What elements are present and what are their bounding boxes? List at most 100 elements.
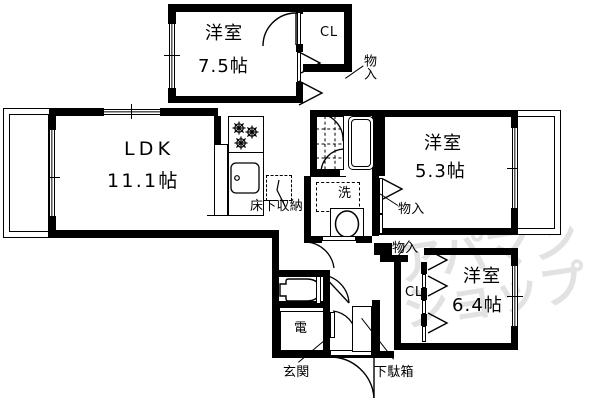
wall-meter-right bbox=[323, 308, 330, 352]
wall-b53-right-lower bbox=[511, 208, 518, 228]
kitchen-counter bbox=[214, 144, 228, 216]
room-name-b53: 洋室 bbox=[424, 133, 463, 154]
storage-block-low bbox=[374, 243, 392, 255]
shoebox-panel bbox=[352, 306, 372, 352]
shoebox-label: 下駄箱 bbox=[374, 365, 414, 380]
room-name-b64: 洋室 bbox=[463, 266, 502, 287]
wall-top-bedroom-left bbox=[168, 4, 176, 24]
room-name-ldk: LDK bbox=[124, 138, 175, 160]
washroom-top-line bbox=[304, 176, 346, 178]
wall-cl-top-bottom bbox=[303, 64, 352, 72]
room-size-ldk: 11.1帖 bbox=[107, 170, 180, 192]
door-swing-icon bbox=[382, 178, 404, 200]
window-tick bbox=[44, 177, 60, 179]
bathtub-inner bbox=[351, 119, 371, 167]
door-swing-icon bbox=[427, 249, 449, 271]
underfloor-storage-label: 床下収納 bbox=[250, 199, 304, 214]
wall-b53-left bbox=[378, 110, 385, 176]
meter-label: 電 bbox=[294, 321, 308, 336]
gas-stove-icon bbox=[232, 121, 259, 150]
wall-meter-left bbox=[272, 308, 280, 358]
meter-box bbox=[280, 311, 324, 351]
wall-b64-top-2 bbox=[424, 248, 518, 255]
wall-top-bedroom-left-lower bbox=[168, 88, 176, 102]
wall-b53-top bbox=[378, 110, 518, 117]
window-tick bbox=[164, 55, 180, 57]
window-tick bbox=[507, 296, 523, 298]
wall-toilet-right bbox=[323, 270, 330, 308]
closet-label-top: CL bbox=[320, 25, 338, 40]
toilet-door-panel bbox=[316, 276, 321, 304]
wall-top-bedroom-right-b bbox=[296, 44, 303, 52]
wall-top-bedroom-right-c bbox=[296, 82, 303, 103]
wall-b53-right-upper bbox=[511, 110, 518, 128]
wall-b64-right-lower bbox=[511, 326, 518, 350]
entrance-step bbox=[330, 350, 372, 356]
room-name-b75: 洋室 bbox=[205, 23, 244, 44]
window-tick bbox=[507, 168, 523, 170]
kitchen-bottom-line bbox=[207, 215, 264, 217]
wall-top-bedroom-bottom bbox=[168, 96, 296, 103]
underfloor-storage-box bbox=[266, 175, 292, 201]
wall-bath-top bbox=[310, 110, 378, 116]
door-swing-icon bbox=[320, 148, 345, 174]
b53-door-panel bbox=[379, 214, 383, 234]
storage-under-b53 bbox=[388, 230, 426, 235]
washroom-door-panel bbox=[322, 236, 356, 241]
door-panel-top-2 bbox=[297, 52, 301, 82]
balcony-right-inner bbox=[517, 116, 555, 229]
room-size-b75: 7.5帖 bbox=[198, 56, 249, 77]
storage-label-low: 物入 bbox=[392, 241, 419, 256]
wall-b64-left bbox=[394, 262, 401, 344]
wall-cl-bottom-divider-a bbox=[421, 262, 427, 274]
wall-ldk-top bbox=[48, 108, 104, 116]
wall-hall-left bbox=[272, 230, 279, 358]
wall-washroom-bottom-2 bbox=[356, 236, 372, 243]
cl-door-panel-3 bbox=[422, 326, 426, 342]
storage-label-mid: 物入 bbox=[398, 202, 425, 217]
wall-ldk-left-lower bbox=[48, 216, 56, 238]
door-swing-icon bbox=[298, 80, 324, 106]
wall-toilet-bottom bbox=[272, 301, 330, 308]
door-swing-icon bbox=[427, 275, 449, 297]
wall-top-bedroom-right bbox=[296, 4, 303, 14]
washer-label: 洗 bbox=[338, 186, 352, 201]
wall-cl-bottom-divider-b bbox=[421, 288, 427, 300]
kitchen-sink-icon bbox=[230, 162, 260, 194]
door-swing-icon bbox=[427, 312, 449, 334]
wall-storage-mid-left bbox=[372, 176, 379, 236]
door-swing-icon bbox=[306, 241, 335, 269]
hall-door-panel bbox=[330, 312, 335, 338]
wall-washroom-left bbox=[304, 176, 311, 236]
wall-kitchen-left bbox=[214, 116, 221, 144]
door-swing-icon bbox=[321, 113, 344, 142]
underfloor-storage-leader bbox=[276, 179, 286, 207]
bath-tile-grid bbox=[316, 116, 344, 170]
wall-ldk-bottom bbox=[48, 230, 272, 238]
wall-ldk-top-2 bbox=[160, 108, 218, 116]
wall-b64-top bbox=[380, 255, 408, 262]
wall-ldk-left-upper bbox=[48, 108, 56, 130]
wall-top-bedroom-top bbox=[168, 4, 352, 12]
entrance-label: 玄関 bbox=[283, 365, 310, 380]
kitchen-divider bbox=[228, 152, 264, 154]
wall-bath-bottom bbox=[310, 170, 340, 176]
wall-b64-right-upper bbox=[511, 248, 518, 266]
wall-cl-top-right bbox=[344, 4, 352, 72]
cl-door-panel-1 bbox=[422, 274, 426, 288]
wall-b64-bottom bbox=[394, 343, 518, 350]
wall-shoebox-right bbox=[372, 300, 380, 358]
door-swing-icon bbox=[322, 274, 350, 304]
door-swing-icon bbox=[262, 12, 297, 47]
balcony-left-inner bbox=[9, 114, 49, 232]
wall-bath-right bbox=[372, 110, 378, 176]
wash-basin-icon bbox=[334, 210, 360, 238]
door-panel-top-1 bbox=[297, 12, 301, 45]
wall-cl-bottom-divider-c bbox=[421, 314, 427, 326]
room-size-b53: 5.3帖 bbox=[415, 161, 466, 182]
room-size-b64: 6.4帖 bbox=[452, 295, 503, 316]
door-swing-icon bbox=[330, 356, 375, 399]
window-tick bbox=[131, 104, 133, 119]
wall-toilet-top bbox=[272, 270, 330, 277]
